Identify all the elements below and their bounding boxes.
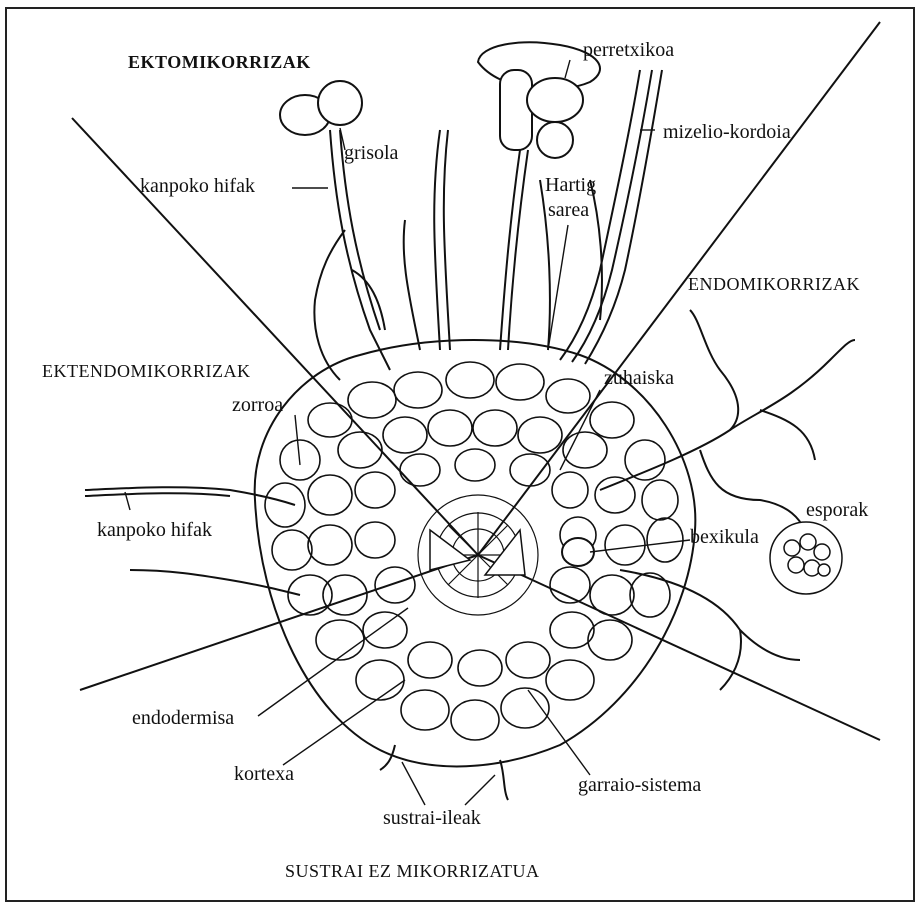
label-kortexa: kortexa — [234, 764, 294, 784]
label-bexikula: bexikula — [690, 527, 759, 547]
label-sustrai-ileak: sustrai-ileak — [383, 808, 481, 828]
label-sustrai-ez-mikorrizatua: SUSTRAI EZ MIKORRIZATUA — [285, 862, 540, 880]
grisola-blobs — [280, 81, 362, 135]
label-endodermisa: endodermisa — [132, 708, 234, 728]
label-kanpoko-hifak-top: kanpoko hifak — [140, 176, 255, 196]
label-ektomikorrizak: EKTOMIKORRIZAK — [128, 53, 311, 71]
label-garraio-sistema: garraio-sistema — [578, 775, 701, 795]
label-zorroa: zorroa — [232, 395, 283, 415]
label-hartig: Hartig — [545, 175, 596, 195]
label-esporak: esporak — [806, 500, 868, 520]
label-grisola: grisola — [344, 143, 398, 163]
mushroom — [478, 42, 600, 158]
label-kanpoko-hifak-left: kanpoko hifak — [97, 520, 212, 540]
bexikula-shape — [562, 538, 594, 566]
ecto-hyphae — [314, 70, 662, 380]
label-zuhaiska: zuhaiska — [604, 368, 674, 388]
spore-cluster — [770, 522, 842, 594]
label-mizelio-kordoia: mizelio-kordoia — [663, 122, 791, 142]
label-perretxikoa: perretxikoa — [583, 40, 674, 60]
label-endomikorrizak: ENDOMIKORRIZAK — [688, 275, 860, 293]
label-sarea: sarea — [548, 200, 589, 220]
label-ektendomikorrizak: EKTENDOMIKORRIZAK — [42, 362, 250, 380]
